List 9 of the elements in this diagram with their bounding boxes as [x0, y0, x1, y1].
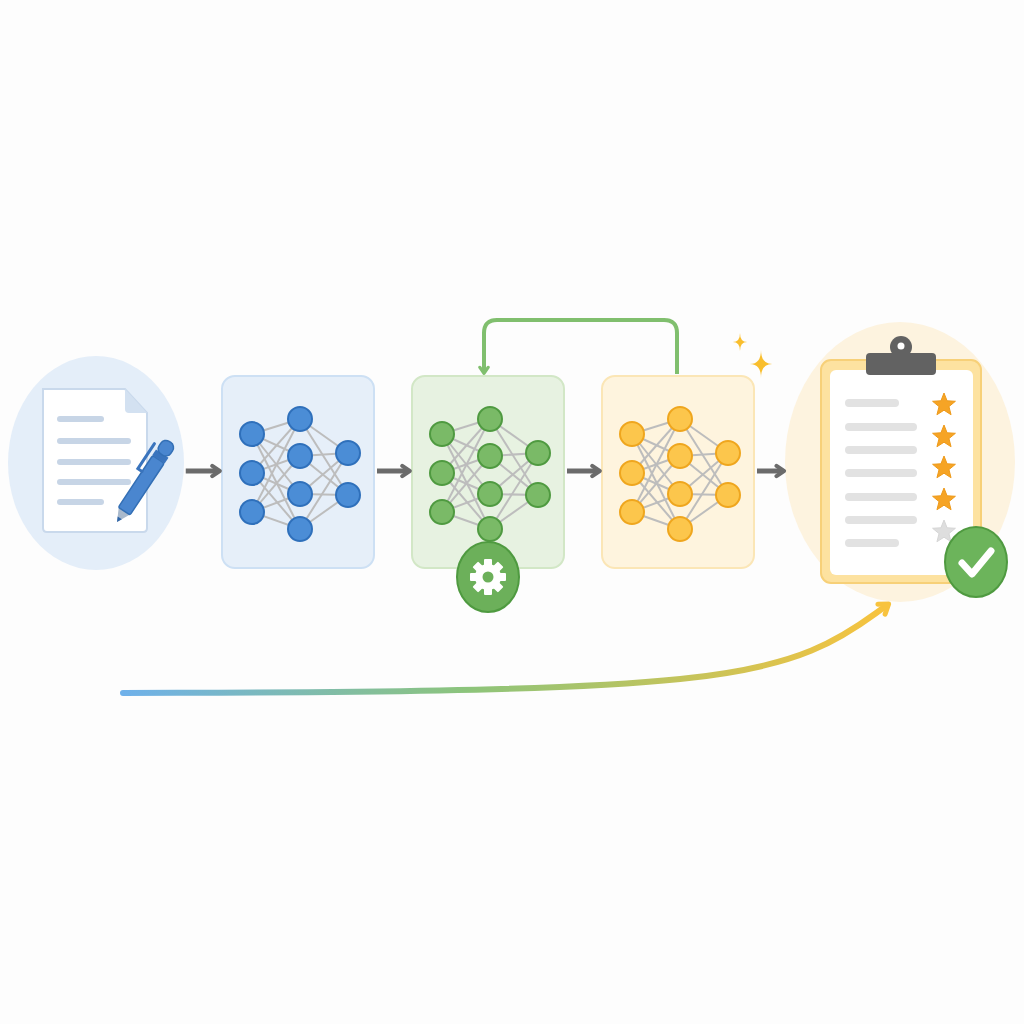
arrow — [567, 463, 602, 479]
network-panel — [411, 375, 565, 569]
network-panel — [601, 375, 755, 569]
arrow — [757, 463, 786, 479]
feedback-arrow — [478, 318, 679, 375]
network-panel — [221, 375, 375, 569]
curved-arrow — [120, 601, 892, 696]
arrow — [377, 463, 412, 479]
arrow — [185, 463, 222, 479]
